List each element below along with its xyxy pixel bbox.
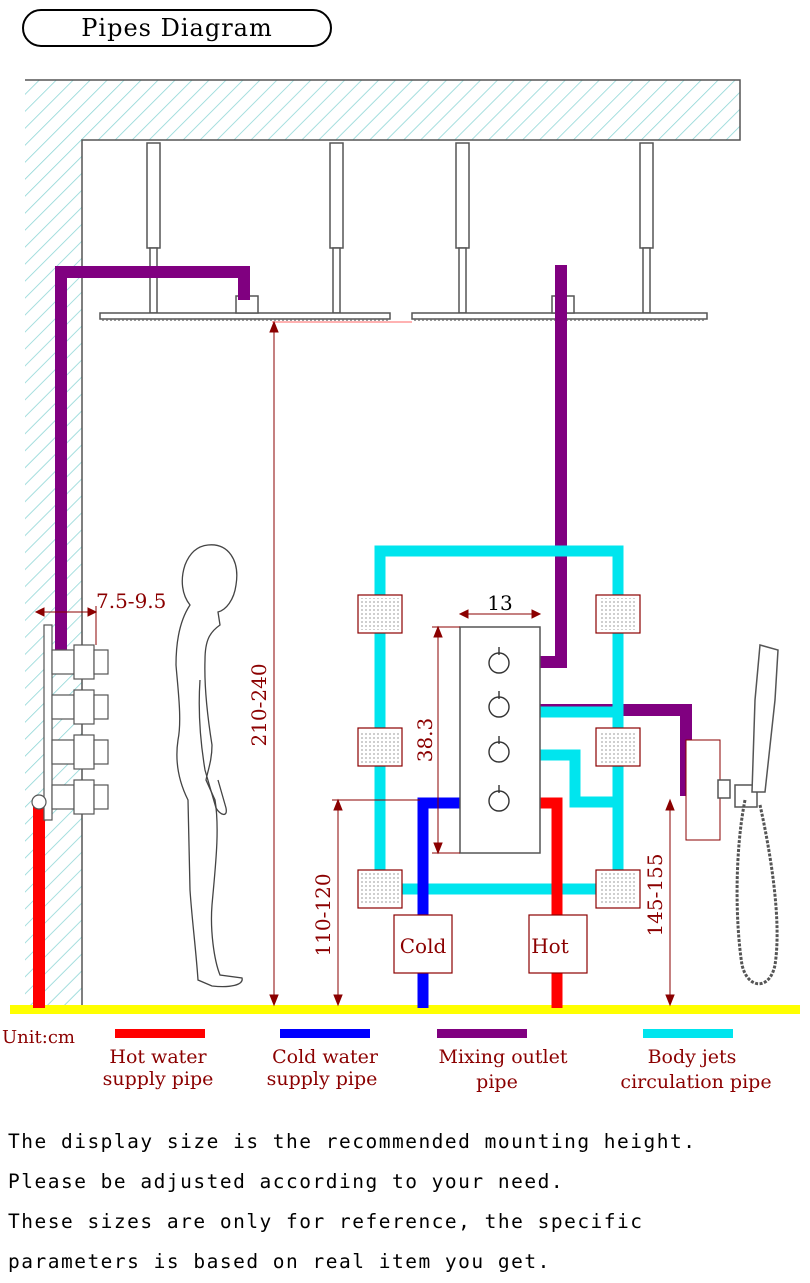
dim-head-height: 210-240: [247, 663, 271, 746]
wall-structure: [25, 79, 741, 1008]
dim-panel-height: 38.3: [413, 718, 437, 763]
body-jets: [357, 594, 641, 909]
dimension-labels: 7.5-9.5 210-240 13 38.3 110-120 145-155: [96, 589, 667, 957]
legend-hot-line1: Hot water: [109, 1046, 207, 1068]
hot-water-pipe: [33, 798, 45, 1008]
hand-shower: [685, 644, 779, 986]
dim-valve-height: 110-120: [311, 873, 335, 956]
unit-label: Unit:cm: [2, 1027, 75, 1048]
note-line-3: These sizes are only for reference, the …: [8, 1210, 644, 1233]
legend-hot-line2: supply pipe: [103, 1068, 214, 1090]
legend-jets-line2: circulation pipe: [620, 1071, 771, 1093]
human-figure: [175, 544, 243, 988]
dim-handshower-height: 145-155: [643, 853, 667, 936]
valve-panel: [459, 626, 541, 854]
note-line-2: Please be adjusted according to your nee…: [8, 1170, 565, 1193]
body-jets-pipe: [374, 545, 624, 900]
dim-panel-width: 13: [487, 591, 512, 615]
pipes-diagram: Cold Hot: [2, 79, 800, 1093]
floor-line: [10, 1005, 800, 1014]
legend-jets-line1: Body jets: [648, 1046, 737, 1068]
note-line-4: parameters is based on real item you get…: [8, 1250, 551, 1273]
diagram-title: Pipes Diagram: [81, 14, 273, 42]
dim-wall-offset: 7.5-9.5: [96, 589, 166, 613]
legend-cold-line1: Cold water: [272, 1046, 379, 1068]
rain-shower-heads: [99, 295, 708, 323]
legend-mixing-line2: pipe: [476, 1071, 518, 1093]
supply-boxes: Cold Hot: [393, 914, 588, 974]
note-line-1: The display size is the recommended moun…: [8, 1130, 697, 1153]
legend-mixing-line1: Mixing outlet: [438, 1046, 567, 1068]
hot-label: Hot: [531, 934, 569, 958]
legend-swatch-jets: [643, 1029, 733, 1038]
dimension-lines: [34, 320, 675, 1007]
legend: Unit:cm Hot water supply pipe Cold water…: [2, 1027, 772, 1093]
legend-swatch-cold: [280, 1029, 370, 1038]
legend-swatch-hot: [115, 1029, 205, 1038]
legend-cold-line2: supply pipe: [267, 1068, 378, 1090]
diagram-title-box: Pipes Diagram: [22, 9, 332, 47]
legend-swatch-mixing: [437, 1029, 527, 1038]
ceiling-rods: [146, 142, 654, 314]
side-view-valve: [31, 624, 109, 821]
cold-label: Cold: [400, 934, 447, 958]
